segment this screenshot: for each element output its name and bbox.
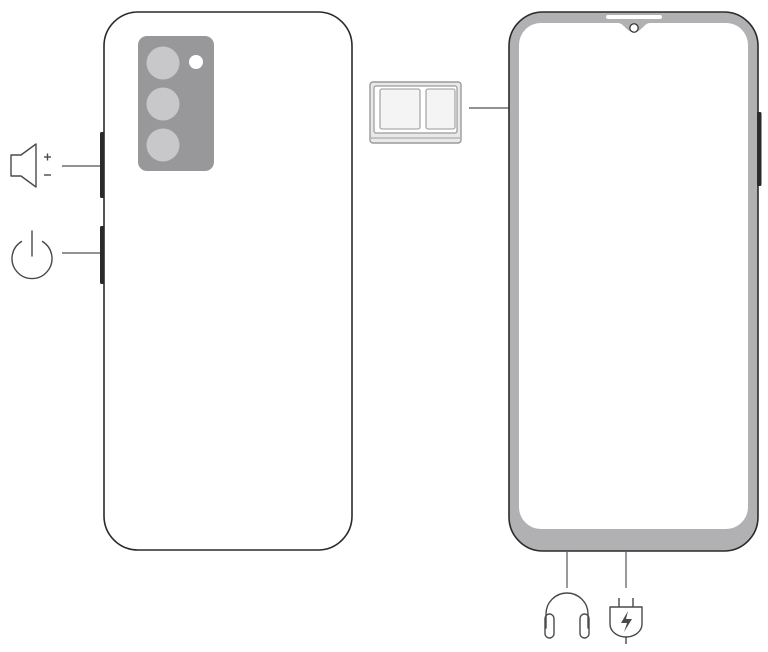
front-camera	[629, 23, 639, 33]
headphone-icon	[544, 592, 590, 639]
phone-back	[100, 11, 353, 551]
power-icon	[11, 230, 53, 280]
power-button	[100, 226, 105, 284]
camera-flash	[189, 55, 203, 69]
volume-button	[100, 132, 105, 198]
earpiece-speaker	[606, 15, 662, 19]
charger-icon	[609, 598, 643, 644]
camera-lens-middle	[146, 87, 180, 121]
phone-front	[508, 11, 762, 552]
volume-icon	[10, 143, 51, 188]
phone-screen	[519, 23, 748, 529]
front-side-button	[757, 112, 762, 186]
camera-lens-top	[146, 46, 180, 80]
camera-lens-bottom	[146, 128, 180, 162]
sim-tray-icon	[369, 81, 462, 144]
